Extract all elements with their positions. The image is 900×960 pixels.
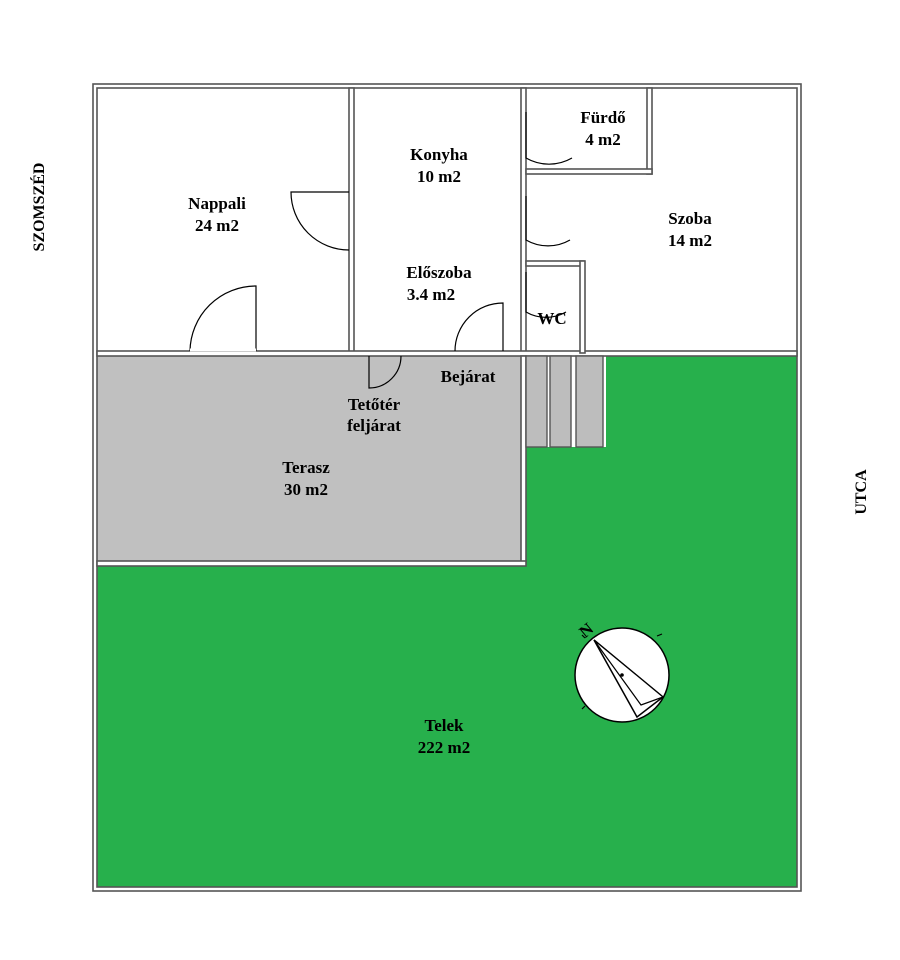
room-furdo-area: 4 m2 bbox=[585, 130, 620, 149]
neighbor-label: SZOMSZÉD bbox=[29, 163, 48, 252]
room-furdo-name: Fürdő bbox=[580, 108, 626, 127]
room-konyha-name: Konyha bbox=[410, 145, 468, 164]
lot-telek-name: Telek bbox=[424, 716, 464, 735]
room-eloszoba-name: Előszoba bbox=[406, 263, 472, 282]
room-eloszoba-area: 3.4 m2 bbox=[407, 285, 455, 304]
terrace-area bbox=[97, 355, 524, 563]
room-konyha-area: 10 m2 bbox=[417, 167, 461, 186]
attic-access-label-line1: Tetőtér bbox=[348, 395, 401, 414]
room-szoba-area: 14 m2 bbox=[668, 231, 712, 250]
compass-icon: N bbox=[574, 619, 670, 723]
room-terasz-area: 30 m2 bbox=[284, 480, 328, 499]
lot-boundary bbox=[92, 83, 802, 892]
attic-access-label-line2: feljárat bbox=[347, 416, 401, 435]
room-nappali-area: 24 m2 bbox=[195, 216, 239, 235]
interior-walls bbox=[96, 87, 798, 567]
room-terasz-name: Terasz bbox=[282, 458, 330, 477]
room-szoba-name: Szoba bbox=[668, 209, 712, 228]
entry-steps bbox=[525, 355, 604, 448]
entrance-label: Bejárat bbox=[441, 367, 496, 386]
room-wc-name: WC bbox=[537, 309, 566, 328]
room-nappali-name: Nappali bbox=[188, 194, 246, 213]
doors bbox=[189, 112, 573, 389]
street-label: UTCA bbox=[853, 469, 870, 515]
lot-telek-area: 222 m2 bbox=[418, 738, 470, 757]
